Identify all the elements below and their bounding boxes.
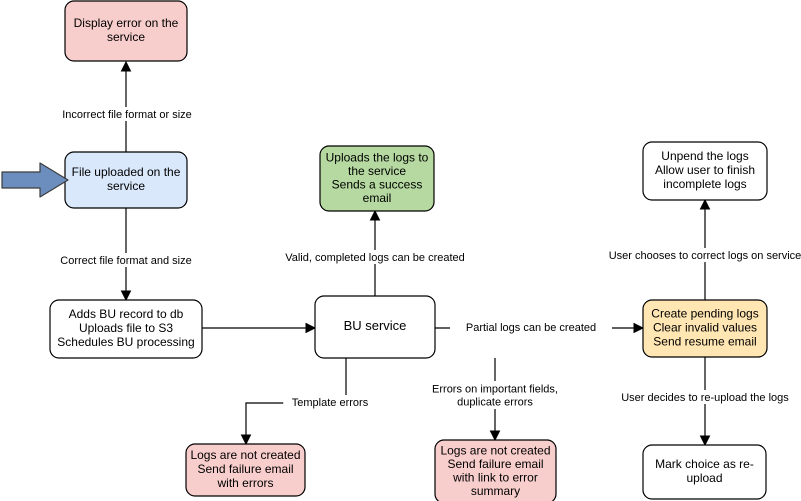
edge-errors-on-important-fields-label: Errors on important fields,duplicate err… bbox=[432, 383, 558, 408]
edge-correct-file-format: Correct file format and size bbox=[42, 208, 210, 302]
node-uploads-logs-to-service-shape[interactable] bbox=[319, 145, 435, 212]
edge-template-errors-label-backdrop bbox=[283, 395, 377, 409]
node-adds-bu-record-to-db-shape[interactable] bbox=[49, 299, 203, 359]
edge-partial-logs-can-be-created-label-backdrop bbox=[450, 320, 612, 334]
edge-user-decides-reupload: User decides to re-upload the logs bbox=[604, 357, 801, 447]
edge-errors-on-important-fields-label-backdrop bbox=[414, 381, 576, 409]
edge-user-decides-reupload-arrowhead bbox=[699, 435, 711, 447]
node-mark-choice-as-re-upload-shape[interactable] bbox=[642, 444, 767, 500]
edge-partial-logs-can-be-created: Partial logs can be created bbox=[435, 320, 645, 334]
edge-user-corrects-logs-label-backdrop bbox=[589, 248, 801, 262]
edge-errors-on-important-fields: Errors on important fields,duplicate err… bbox=[414, 358, 576, 442]
input-arrow-shape bbox=[1, 162, 69, 198]
edge-user-corrects-logs-label: User chooses to correct logs on service bbox=[609, 250, 801, 262]
edge-errors-on-important-fields-arrowhead bbox=[489, 430, 501, 442]
node-create-pending-logs-shape[interactable] bbox=[642, 299, 768, 358]
node-logs-not-created-with-errors-shape[interactable] bbox=[185, 443, 306, 497]
edge-incorrect-file-format: Incorrect file format or size bbox=[40, 60, 214, 152]
edge-template-errors-arrowhead bbox=[240, 434, 252, 446]
node-display-error-on-service-shape[interactable] bbox=[64, 0, 188, 62]
edge-partial-logs-can-be-created-label: Partial logs can be created bbox=[466, 322, 596, 334]
edge-user-decides-reupload-label: User decides to re-upload the logs bbox=[621, 392, 789, 404]
edge-adds-record-to-bu-service bbox=[202, 322, 317, 334]
edge-incorrect-file-format-label-backdrop bbox=[40, 107, 214, 121]
edge-valid-completed-logs-arrowhead bbox=[369, 209, 381, 221]
edge-incorrect-file-format-arrowhead bbox=[120, 60, 132, 72]
edge-correct-file-format-arrowhead bbox=[120, 290, 132, 302]
node-bu-service-shape[interactable] bbox=[314, 295, 436, 359]
edge-correct-file-format-label: Correct file format and size bbox=[60, 255, 191, 267]
node-unpend-the-logs-shape[interactable] bbox=[642, 141, 768, 201]
edge-adds-record-to-bu-service-arrowhead bbox=[305, 322, 317, 334]
edge-user-decides-reupload-label-backdrop bbox=[604, 390, 801, 404]
edge-template-errors: Template errors bbox=[240, 358, 377, 446]
input-entry-arrow bbox=[1, 162, 69, 198]
edge-valid-completed-logs-label: Valid, completed logs can be created bbox=[285, 252, 465, 264]
edge-template-errors-label: Template errors bbox=[292, 397, 369, 409]
node-mark-choice-as-re-upload[interactable]: Mark choice as re-upload bbox=[642, 444, 767, 500]
edge-valid-completed-logs: Valid, completed logs can be created bbox=[268, 209, 482, 296]
node-logs-not-created-with-link-shape[interactable] bbox=[434, 439, 557, 501]
edge-correct-file-format-label-backdrop bbox=[42, 253, 210, 267]
edge-user-corrects-logs-arrowhead bbox=[699, 198, 711, 210]
node-mark-choice-as-re-upload-label: Mark choice as re-upload bbox=[655, 457, 754, 485]
edge-valid-completed-logs-label-backdrop bbox=[268, 250, 482, 264]
node-bu-service-label: BU service bbox=[344, 318, 407, 333]
edge-partial-logs-can-be-created-arrowhead bbox=[633, 322, 645, 334]
edge-user-corrects-logs: User chooses to correct logs on service bbox=[589, 198, 801, 300]
node-bu-service[interactable]: BU service bbox=[314, 295, 436, 359]
edge-incorrect-file-format-label: Incorrect file format or size bbox=[62, 109, 192, 121]
